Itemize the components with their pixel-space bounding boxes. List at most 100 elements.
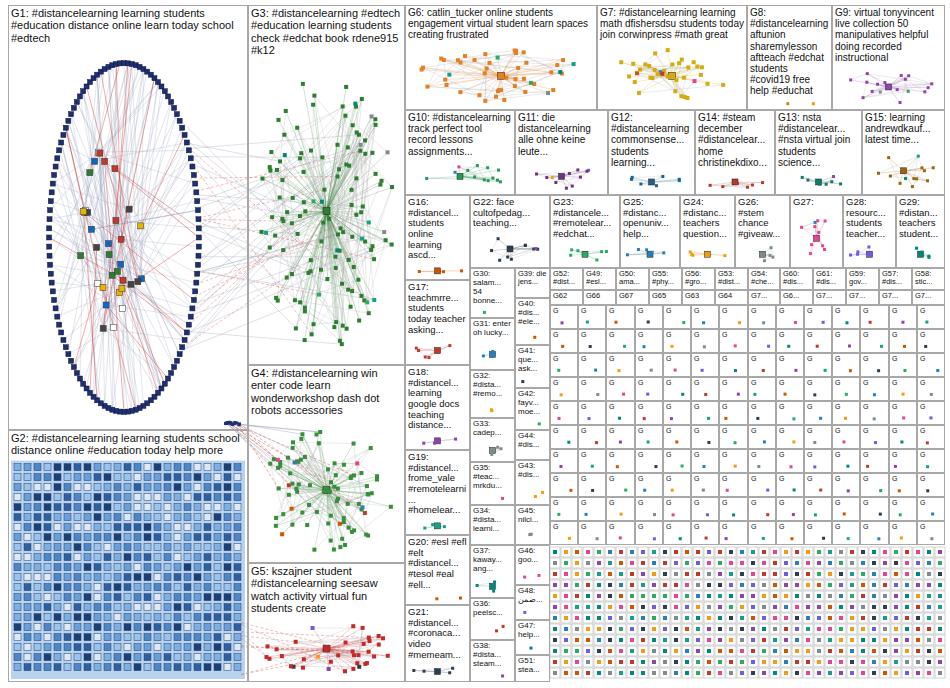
vertex — [784, 649, 788, 653]
vertex — [839, 561, 843, 565]
vertex — [817, 594, 821, 598]
vertex — [685, 583, 689, 587]
vertex — [938, 616, 942, 620]
vertex — [663, 583, 667, 587]
vertex — [806, 649, 810, 653]
vertex — [718, 638, 722, 642]
vertex — [630, 594, 634, 598]
vertex — [828, 583, 832, 587]
vertex — [740, 572, 744, 576]
vertex — [751, 671, 755, 675]
vertex — [608, 605, 612, 609]
vertex — [817, 616, 821, 620]
vertex — [674, 561, 678, 565]
vertex — [718, 605, 722, 609]
vertex — [751, 605, 755, 609]
vertex — [674, 594, 678, 598]
vertex — [575, 616, 579, 620]
vertex — [608, 572, 612, 576]
vertex — [575, 561, 579, 565]
vertex — [795, 638, 799, 642]
vertex — [894, 671, 898, 675]
vertex — [762, 627, 766, 631]
vertex — [630, 671, 634, 675]
vertex — [773, 594, 777, 598]
vertex — [630, 605, 634, 609]
vertex — [850, 638, 854, 642]
vertex — [872, 594, 876, 598]
vertex — [630, 561, 634, 565]
vertex — [828, 671, 832, 675]
vertex — [905, 671, 909, 675]
vertex — [916, 660, 920, 664]
vertex — [608, 594, 612, 598]
vertex — [696, 671, 700, 675]
vertex — [553, 671, 557, 675]
vertex — [641, 627, 645, 631]
vertex — [850, 583, 854, 587]
vertex — [883, 671, 887, 675]
vertex — [608, 550, 612, 554]
vertex — [817, 649, 821, 653]
vertex — [740, 561, 744, 565]
vertex — [641, 572, 645, 576]
vertex — [861, 550, 865, 554]
vertex — [773, 627, 777, 631]
vertex — [696, 594, 700, 598]
vertex — [916, 649, 920, 653]
vertex — [861, 627, 865, 631]
vertex — [586, 616, 590, 620]
vertex — [707, 638, 711, 642]
vertex — [564, 649, 568, 653]
vertex — [663, 550, 667, 554]
vertex — [586, 594, 590, 598]
vertex — [608, 638, 612, 642]
vertex — [894, 616, 898, 620]
vertex — [773, 671, 777, 675]
vertex — [696, 605, 700, 609]
vertex — [564, 572, 568, 576]
vertex — [806, 550, 810, 554]
vertex — [619, 649, 623, 653]
vertex — [586, 605, 590, 609]
vertex — [905, 572, 909, 576]
vertex — [597, 561, 601, 565]
vertex — [850, 671, 854, 675]
vertex — [905, 638, 909, 642]
vertex — [740, 660, 744, 664]
vertex — [641, 561, 645, 565]
vertex — [564, 616, 568, 620]
vertex — [652, 572, 656, 576]
vertex — [850, 627, 854, 631]
vertex — [564, 561, 568, 565]
vertex — [938, 627, 942, 631]
vertex — [696, 572, 700, 576]
vertex — [663, 627, 667, 631]
vertex — [619, 550, 623, 554]
vertex — [861, 561, 865, 565]
vertex — [729, 594, 733, 598]
vertex — [608, 660, 612, 664]
vertex — [597, 605, 601, 609]
vertex — [696, 616, 700, 620]
vertex — [817, 671, 821, 675]
vertex — [707, 583, 711, 587]
vertex — [586, 649, 590, 653]
vertex — [817, 550, 821, 554]
vertex — [762, 649, 766, 653]
vertex — [905, 550, 909, 554]
vertex — [828, 605, 832, 609]
vertex — [718, 627, 722, 631]
vertex — [861, 660, 865, 664]
vertex — [806, 627, 810, 631]
vertex — [773, 649, 777, 653]
vertex — [663, 561, 667, 565]
vertex — [597, 616, 601, 620]
vertex — [784, 627, 788, 631]
vertex — [575, 583, 579, 587]
vertex — [597, 649, 601, 653]
vertex — [630, 649, 634, 653]
vertex — [938, 550, 942, 554]
vertex — [619, 660, 623, 664]
vertex — [652, 671, 656, 675]
